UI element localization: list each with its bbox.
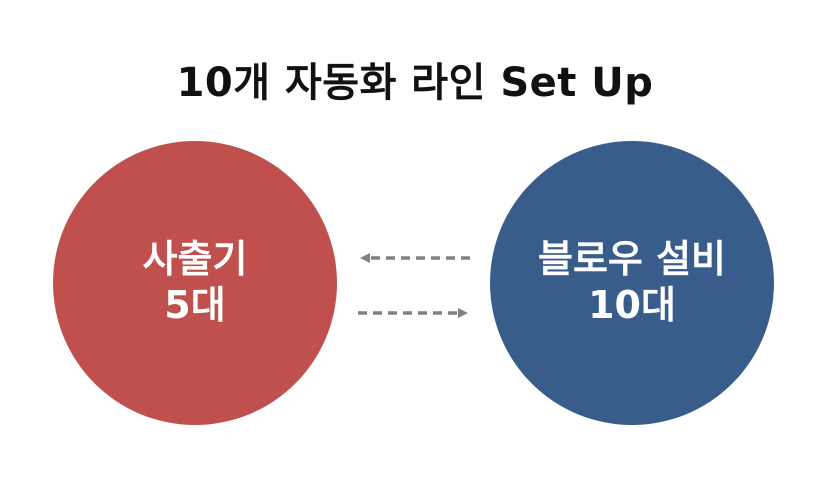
blow-equipment-count: 10대: [588, 283, 676, 327]
injection-machine-label: 사출기: [142, 237, 248, 282]
diagram-title: 10개 자동화 라인 Set Up: [176, 60, 654, 106]
blow-equipment-label: 블로우 설비: [537, 237, 727, 282]
injection-machine-count: 5대: [164, 283, 226, 327]
blow-equipment-node: 블로우 설비 10대: [490, 141, 774, 425]
injection-machine-node: 사출기 5대: [53, 141, 337, 425]
